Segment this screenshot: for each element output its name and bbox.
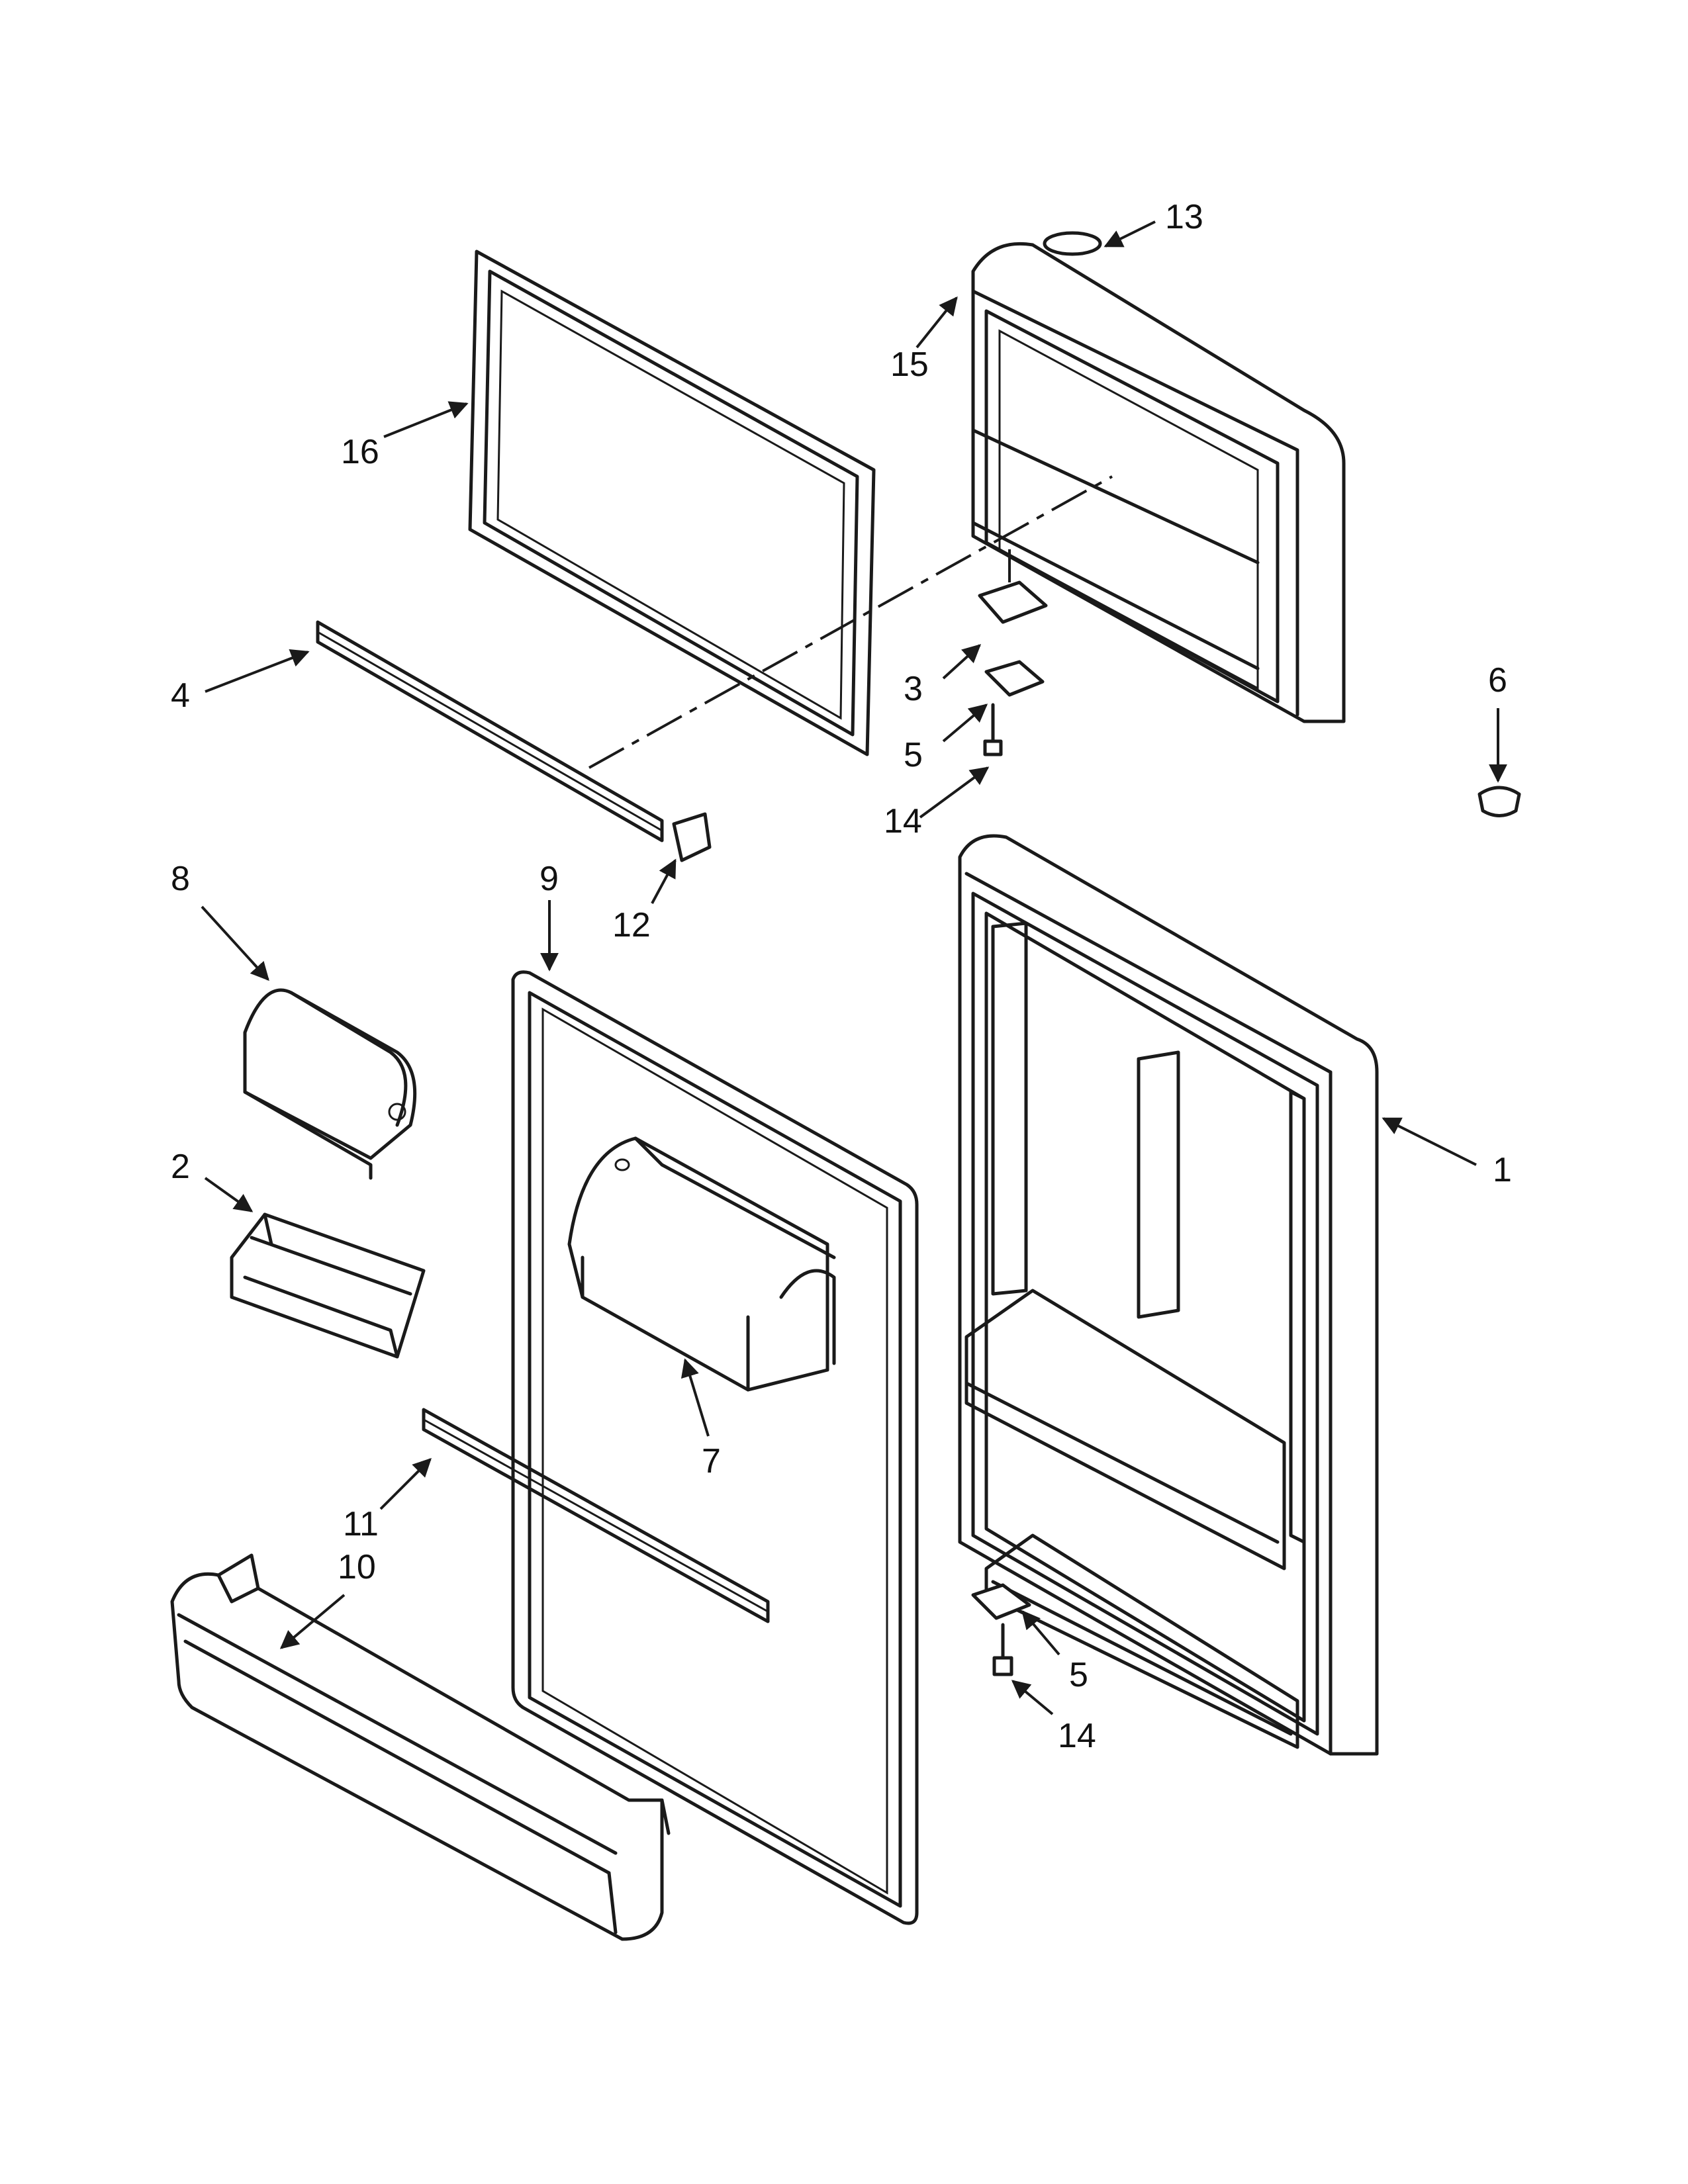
hinge-screw-upper xyxy=(983,703,1003,756)
alignment-line xyxy=(588,475,1113,769)
hole-plug xyxy=(1477,786,1521,817)
callout-6: 6 xyxy=(1488,661,1507,700)
small-door-bin xyxy=(230,1212,426,1359)
hinge-plate-upper xyxy=(978,580,1048,624)
door-plug xyxy=(1043,231,1102,256)
callout-14b: 14 xyxy=(1058,1717,1096,1755)
callout-5a: 5 xyxy=(904,736,923,774)
callout-labels: 1 2 3 4 5 5 6 7 8 9 10 11 12 13 14 14 15… xyxy=(171,198,1512,1755)
callout-4: 4 xyxy=(171,676,190,715)
freezer-shelf-rail xyxy=(316,620,664,842)
callout-16: 16 xyxy=(341,433,379,471)
callout-5b: 5 xyxy=(1069,1656,1088,1694)
callout-1: 1 xyxy=(1493,1151,1512,1189)
callout-2: 2 xyxy=(171,1148,190,1186)
leader-lines xyxy=(201,220,1507,1715)
callout-11: 11 xyxy=(343,1505,379,1543)
freezer-door-gasket xyxy=(468,250,876,756)
freezer-door xyxy=(971,242,1346,723)
callout-7: 7 xyxy=(702,1442,721,1480)
callout-13: 13 xyxy=(1165,198,1203,236)
callout-12: 12 xyxy=(612,906,651,944)
callout-8: 8 xyxy=(171,860,190,898)
callout-15: 15 xyxy=(890,345,929,384)
callout-14a: 14 xyxy=(884,802,922,841)
callout-9: 9 xyxy=(539,860,559,898)
rail-end-cap xyxy=(672,812,712,862)
hinge-screw-lower xyxy=(992,1623,1013,1676)
refrigerator-door xyxy=(958,834,1379,1756)
callout-3: 3 xyxy=(904,670,923,708)
refrigerator-door-gasket xyxy=(511,970,919,1925)
callout-10: 10 xyxy=(338,1548,376,1586)
hinge-shim-lower xyxy=(971,1583,1031,1620)
door-shelf-rail xyxy=(422,1408,770,1623)
large-door-bin xyxy=(170,1553,671,1941)
hinge-shim-upper xyxy=(984,660,1045,697)
dairy-cover xyxy=(243,988,417,1180)
door-bin-cover xyxy=(567,1136,836,1392)
